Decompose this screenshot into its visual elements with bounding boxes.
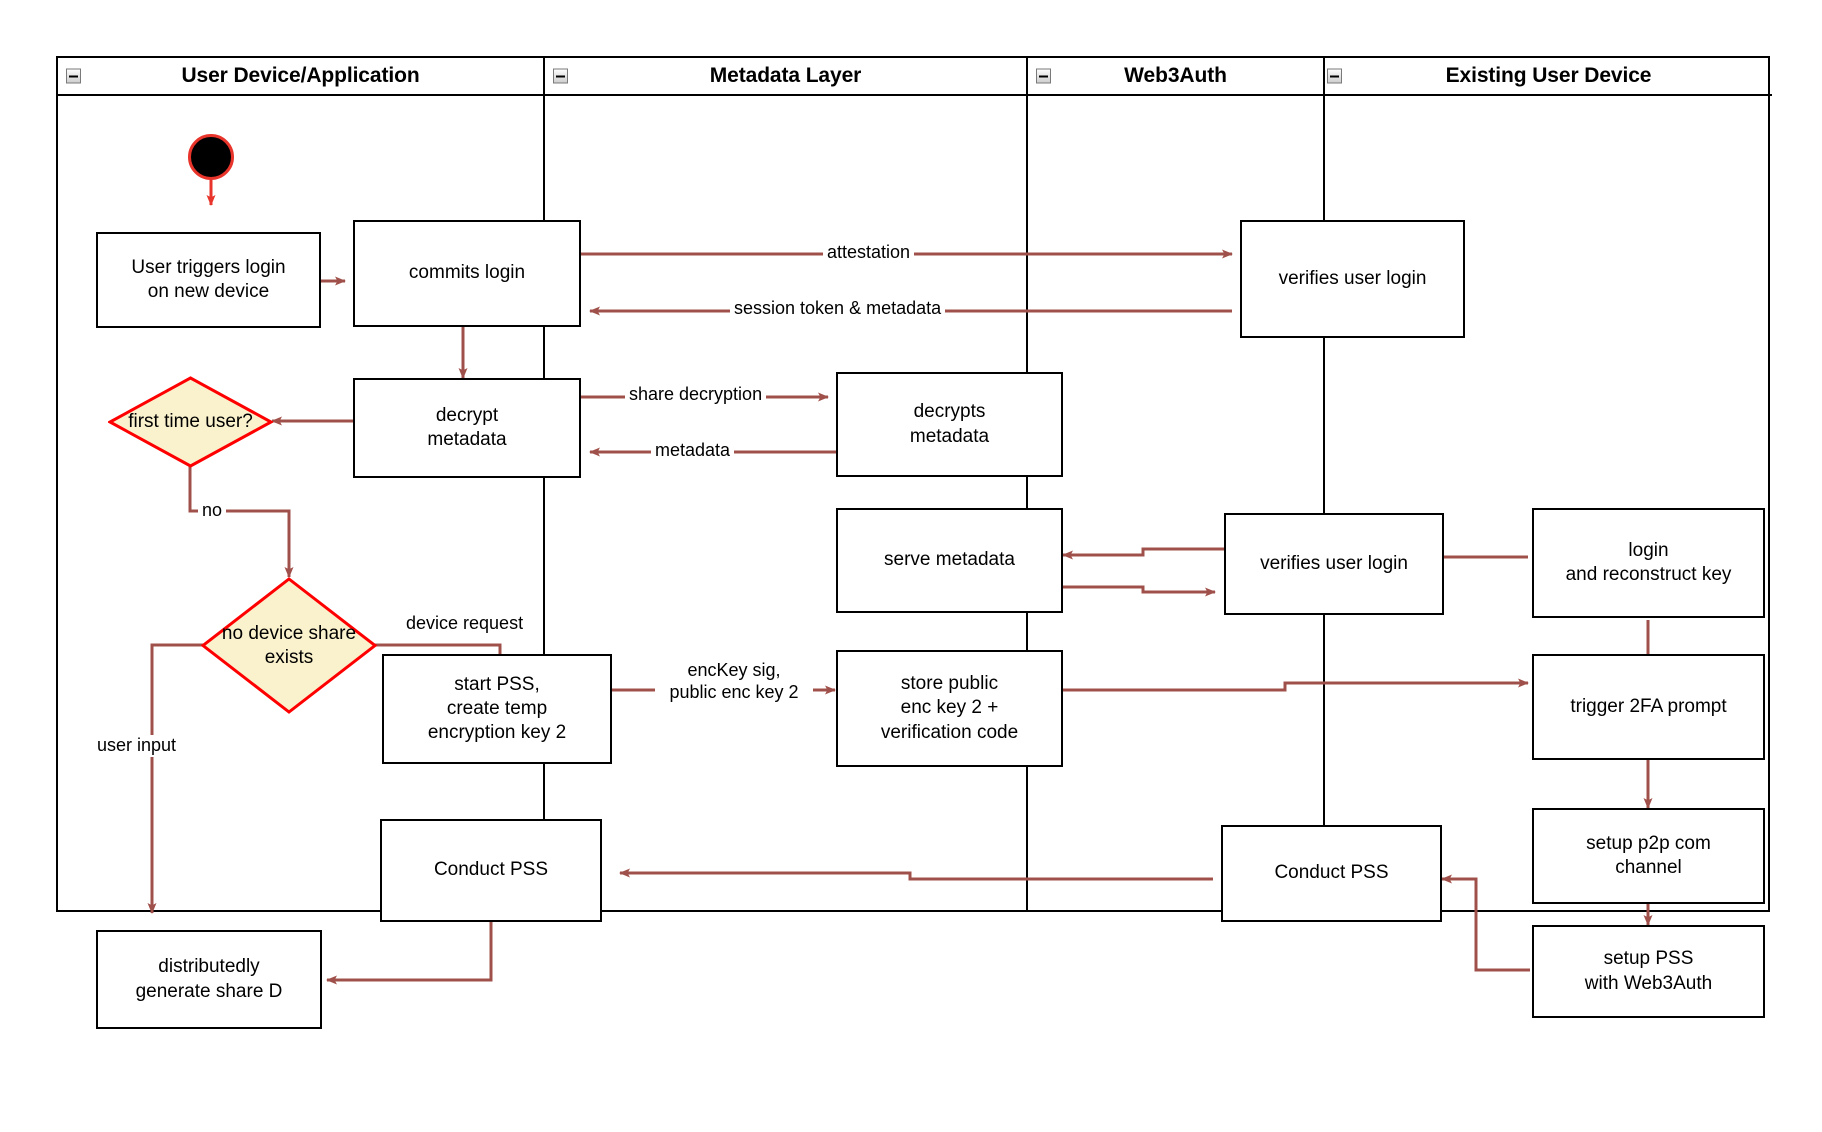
decision-label-line1: first time	[128, 411, 200, 433]
node-store-public-enc-key[interactable]: store public enc key 2 + verification co…	[836, 650, 1063, 767]
node-label: Conduct PSS	[433, 859, 549, 881]
lane-title: User Device/Application	[181, 64, 420, 87]
node-label-line2: metadata	[909, 425, 990, 447]
node-label-line2: create temp	[446, 697, 548, 719]
edge-label-user-input: user input	[93, 735, 181, 757]
edge-label-device-request: device request	[402, 613, 528, 635]
lane-title: Existing User Device	[1445, 64, 1652, 87]
lane-web3auth: Web3Auth	[1026, 58, 1323, 910]
node-login-and-reconstruct-key[interactable]: login and reconstruct key	[1532, 508, 1765, 618]
node-verifies-user-login-2[interactable]: verifies user login	[1224, 513, 1444, 615]
node-label-line3: verification code	[880, 721, 1019, 743]
node-label-line2: and reconstruct key	[1565, 564, 1732, 585]
edge-label-session-token: session token & metadata	[730, 298, 946, 320]
node-label-line1: login	[1628, 539, 1669, 561]
node-label-line1: distributedly	[158, 956, 260, 978]
node-conduct-pss-web3auth[interactable]: Conduct PSS	[1221, 825, 1442, 922]
lane-header-metadata-layer: Metadata Layer	[545, 58, 1026, 96]
node-label: trigger 2FA prompt	[1570, 695, 1727, 717]
lane-title: Metadata Layer	[709, 64, 862, 87]
lane-header-web3auth: Web3Auth	[1028, 58, 1323, 96]
decision-first-time-user[interactable]: first time user?	[108, 376, 273, 468]
edge-label-share-decryption: share decryption	[625, 384, 767, 406]
edge-label-line2: public enc key 2	[669, 681, 799, 702]
decision-label-line2: share exists	[264, 622, 357, 668]
node-label: verifies user login	[1278, 267, 1427, 289]
node-decrypt-metadata[interactable]: decrypt metadata	[353, 378, 581, 478]
node-commits-login[interactable]: commits login	[353, 220, 581, 327]
node-distributedly-generate-share-d[interactable]: distributedly generate share D	[96, 930, 322, 1029]
node-label-line3: encryption key 2	[427, 722, 567, 744]
edge-label-attestation: attestation	[823, 242, 915, 264]
node-label-line2: channel	[1615, 857, 1682, 878]
node-serve-metadata[interactable]: serve metadata	[836, 508, 1063, 613]
node-label-line1: store public	[900, 673, 999, 695]
node-label-line1: decrypt	[435, 404, 499, 426]
lane-metadata-layer: Metadata Layer	[543, 58, 1026, 910]
node-label-line2: enc key 2 +	[900, 697, 999, 719]
node-label-line1: setup p2p com	[1586, 832, 1711, 854]
node-trigger-2fa-prompt[interactable]: trigger 2FA prompt	[1532, 654, 1765, 760]
node-label: commits login	[408, 262, 526, 284]
edge-label-enckey-sig: encKey sig, public enc key 2	[655, 660, 813, 704]
edge-label-line1: encKey sig,	[687, 660, 781, 680]
node-label-line2: with Web3Auth	[1584, 972, 1713, 994]
lane-header-existing-user-device: Existing User Device	[1325, 58, 1772, 96]
decision-no-device-share-exists[interactable]: no device share exists	[201, 577, 377, 714]
node-label: serve metadata	[884, 549, 1015, 571]
collapse-minus-icon[interactable]	[553, 68, 568, 84]
collapse-minus-icon[interactable]	[1327, 68, 1342, 84]
collapse-minus-icon[interactable]	[66, 68, 81, 84]
lane-title: Web3Auth	[1124, 64, 1227, 87]
node-label: Conduct PSS	[1274, 862, 1389, 884]
start-node	[188, 134, 234, 180]
node-label: verifies user login	[1260, 552, 1408, 574]
node-label-line1: User triggers login	[131, 256, 286, 278]
decision-label-line2: user?	[205, 411, 253, 433]
node-decrypts-metadata[interactable]: decrypts metadata	[836, 372, 1063, 477]
node-label-line1: decrypts	[913, 401, 986, 423]
node-user-triggers-login[interactable]: User triggers login on new device	[96, 232, 321, 328]
node-label-line1: setup PSS	[1603, 948, 1694, 970]
lane-header-user-device-application: User Device/Application	[58, 58, 543, 96]
lane-existing-user-device: Existing User Device	[1323, 58, 1772, 910]
edge-label-no: no	[198, 500, 227, 522]
node-verifies-user-login-1[interactable]: verifies user login	[1240, 220, 1465, 338]
lane-user-device-application: User Device/Application	[58, 58, 543, 910]
node-setup-p2p-com-channel[interactable]: setup p2p com channel	[1532, 808, 1765, 904]
edge-label-metadata: metadata	[651, 440, 735, 462]
node-label-line2: metadata	[427, 429, 507, 450]
node-setup-pss-with-web3auth[interactable]: setup PSS with Web3Auth	[1532, 925, 1765, 1018]
node-label-line2: generate share D	[135, 980, 283, 1002]
node-conduct-pss-user-device[interactable]: Conduct PSS	[380, 819, 602, 922]
node-start-pss-create-temp-key[interactable]: start PSS, create temp encryption key 2	[382, 654, 612, 764]
node-label-line1: start PSS,	[454, 673, 540, 695]
collapse-minus-icon[interactable]	[1036, 68, 1051, 84]
decision-label-line1: no device	[221, 622, 304, 644]
swimlane-container: User Device/Application Metadata Layer W…	[56, 56, 1772, 912]
node-label-line2: on new device	[147, 281, 270, 302]
